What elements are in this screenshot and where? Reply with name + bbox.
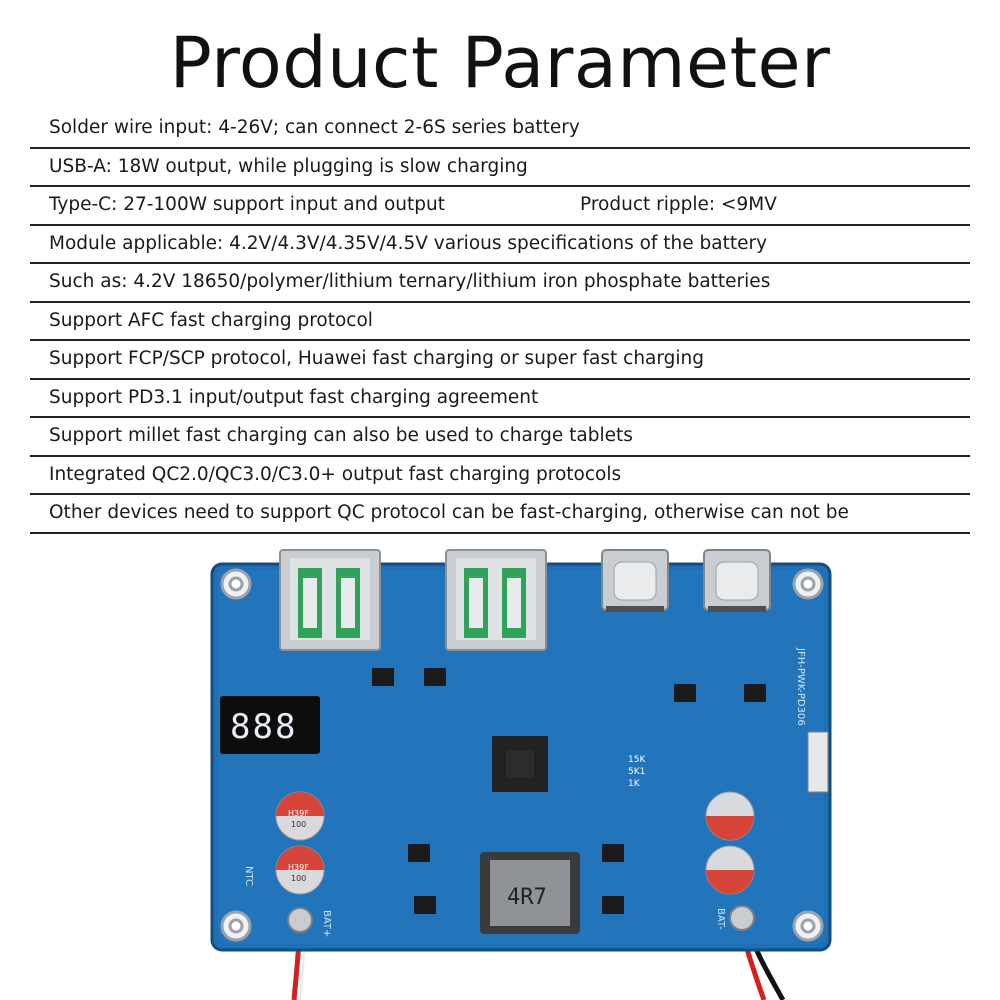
usb-a-port [279,549,381,651]
parameter-text: Module applicable: 4.2V/4.3V/4.35V/4.5V … [49,232,768,254]
slide-switch [807,731,829,793]
svg-text:NTC: NTC [243,866,254,886]
capacitor: H39F 100 [275,791,325,841]
svg-text:1K: 1K [628,779,641,789]
usb-c-port [703,549,771,612]
parameter-text-secondary: Product ripple: <9MV [580,194,777,215]
svg-text:100: 100 [291,820,306,829]
parameter-text: Support PD3.1 input/output fast charging… [49,386,539,408]
smd-chips [372,668,766,914]
parameter-text: USB-A: 18W output, while plugging is slo… [49,155,528,177]
usb-a-port [445,549,547,651]
parameter-table: Solder wire input: 4-26V; can connect 2-… [30,110,970,534]
battery-terminal [287,905,755,933]
parameter-text: Support FCP/SCP protocol, Huawei fast ch… [49,348,705,369]
pcb-board-photo: 888 4R7 H39F 100 H39F 100 15 [210,549,832,1000]
capacitor [705,791,755,841]
page-title: Product Parameter [169,22,831,104]
svg-text:100: 100 [291,874,306,883]
mounting-holes [220,568,824,942]
capacitor: H39F 100 [275,845,325,895]
svg-text:JFH-PWK-PD306: JFH-PWK-PD306 [795,647,806,726]
svg-text:BAT+: BAT+ [321,910,332,937]
inductor: 4R7 [480,852,580,934]
main-ic-chip [492,736,548,792]
parameter-row: Support AFC fast charging protocol [30,303,970,341]
capacitor [705,845,755,895]
parameter-row: USB-A: 18W output, while plugging is slo… [30,149,970,187]
parameter-text: Such as: 4.2V 18650/polymer/lithium tern… [49,271,771,292]
parameter-row: Support PD3.1 input/output fast charging… [30,380,970,418]
svg-text:BAT-: BAT- [715,908,726,930]
digital-display: 888 [220,696,320,754]
parameter-row: Integrated QC2.0/QC3.0/C3.0+ output fast… [30,457,970,495]
svg-text:H39F: H39F [288,809,309,818]
svg-text:15K: 15K [628,755,646,765]
parameter-text: Type-C: 27-100W support input and output [49,194,445,215]
parameter-row: Such as: 4.2V 18650/polymer/lithium tern… [30,264,970,303]
resistor-labels: 15K 5K1 1K [628,755,646,789]
usb-c-port [601,549,669,612]
parameter-row: Other devices need to support QC protoco… [30,495,970,534]
parameter-row: Type-C: 27-100W support input and output… [30,187,970,226]
parameter-text: Other devices need to support QC protoco… [49,502,849,523]
svg-text:5K1: 5K1 [628,767,645,777]
parameter-row: Module applicable: 4.2V/4.3V/4.35V/4.5V … [30,226,970,264]
svg-text:H39F: H39F [288,863,309,872]
svg-text:888: 888 [230,707,297,747]
parameter-row: Support FCP/SCP protocol, Huawei fast ch… [30,341,970,380]
parameter-text: Solder wire input: 4-26V; can connect 2-… [49,117,580,138]
parameter-row: Solder wire input: 4-26V; can connect 2-… [30,110,970,149]
parameter-text: Integrated QC2.0/QC3.0/C3.0+ output fast… [49,463,622,485]
parameter-row: Support millet fast charging can also be… [30,418,970,457]
parameter-text: Support AFC fast charging protocol [49,309,373,331]
svg-text:4R7: 4R7 [507,885,547,910]
parameter-text: Support millet fast charging can also be… [49,425,633,446]
